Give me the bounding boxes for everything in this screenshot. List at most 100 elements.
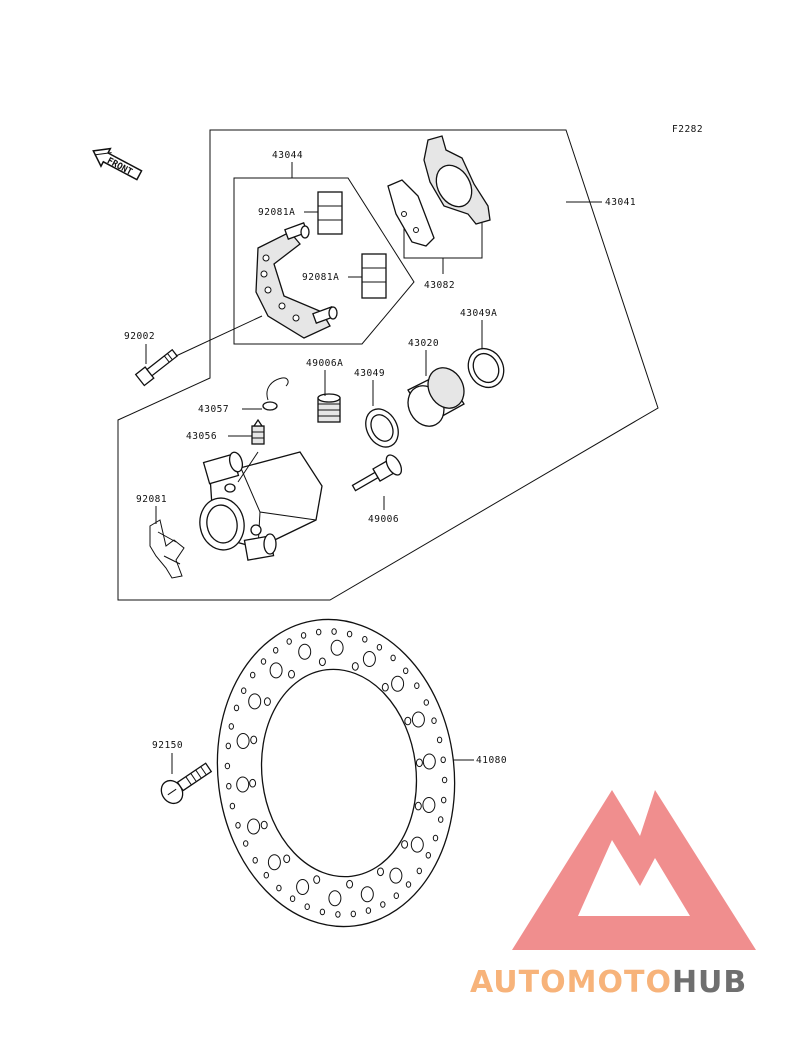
label-43020: 43020 — [408, 338, 439, 349]
piston-seal-large — [467, 347, 505, 389]
label-92081A-lower: 92081A — [302, 272, 339, 283]
disc-inner-hole — [313, 875, 321, 884]
disc-inner-hole — [351, 662, 359, 671]
disc-outer-holes — [224, 628, 448, 918]
disc-inner-hole — [346, 879, 354, 889]
label-92002: 92002 — [124, 331, 155, 342]
disc-outer-hole — [423, 699, 429, 706]
label-43049: 43049 — [354, 368, 385, 379]
front-arrow-icon: FRONT — [92, 147, 143, 181]
disc-outer-hole — [252, 857, 258, 864]
disc-outer-hole — [390, 654, 396, 662]
disc-outer-hole — [235, 822, 241, 829]
disc-outer-hole — [393, 892, 399, 900]
disc-outer-hole — [440, 756, 446, 764]
bleeder-valve — [251, 418, 265, 445]
disc-vent-hole — [422, 753, 436, 770]
disc-vent-hole — [267, 854, 281, 871]
slide-pin — [351, 454, 403, 492]
disc-outer-hole — [350, 910, 356, 918]
disc-outer-hole — [331, 628, 337, 635]
caliper-body — [199, 451, 323, 561]
disc-inner-hole — [377, 867, 384, 877]
disc-outer-hole — [289, 895, 296, 903]
logo-text-hub: HUB — [672, 965, 747, 1000]
label-43041: 43041 — [605, 197, 636, 208]
disc-outer-hole — [405, 881, 412, 888]
disc-outer-hole — [224, 762, 231, 770]
figure-code: F2282 — [672, 124, 703, 135]
disc-outer-hole — [241, 687, 247, 695]
disc-inner-hole — [404, 716, 412, 726]
automotohub-logo: AUTOMOTOHUB — [470, 790, 756, 1000]
svg-text:AUTOMOTOHUB: AUTOMOTOHUB — [470, 965, 747, 1000]
logo-triangle-icon — [512, 790, 756, 950]
disc-outer-hole — [403, 667, 409, 675]
disc-outer-hole — [431, 717, 437, 725]
label-49006A: 49006A — [306, 358, 343, 369]
disc-outer-hole — [441, 776, 448, 784]
label-43057: 43057 — [198, 404, 229, 415]
brake-disc — [216, 618, 456, 928]
disc-outer-hole — [300, 632, 307, 639]
disc-outer-hole — [376, 644, 383, 651]
disc-vent-hole — [236, 776, 250, 793]
caliper-bracket — [255, 222, 338, 339]
label-43056: 43056 — [186, 431, 217, 442]
label-49006: 49006 — [368, 514, 399, 525]
disc-outer-hole — [233, 704, 240, 712]
disc-inner-holes — [249, 657, 423, 889]
disc-outer-hole — [273, 647, 279, 654]
disc-outer-hole — [316, 628, 322, 636]
disc-screw — [160, 762, 213, 805]
disc-vent-hole — [422, 797, 436, 813]
disc-mid-holes — [236, 639, 436, 907]
caliper-assembly-outline — [117, 129, 659, 601]
disc-outer-hole — [286, 638, 292, 645]
disc-outer-hole — [441, 796, 447, 804]
disc-outer-hole — [416, 867, 422, 875]
label-43044: 43044 — [272, 150, 303, 161]
pin-boot-small — [317, 393, 341, 423]
disc-inner-hole — [381, 682, 389, 692]
leader-lines — [145, 162, 602, 774]
disc-vent-hole — [389, 867, 403, 884]
disc-outer-hole — [346, 630, 353, 638]
pad-spring — [149, 519, 185, 579]
disc-vent-hole — [247, 818, 261, 835]
label-92150: 92150 — [152, 740, 183, 751]
label-43049A: 43049A — [460, 308, 497, 319]
disc-vent-hole — [328, 890, 342, 907]
bleeder-cap — [262, 377, 289, 411]
disc-outer-hole — [276, 884, 282, 892]
disc-inner-hole — [288, 669, 295, 679]
disc-outer-hole — [335, 911, 341, 918]
disc-vent-hole — [362, 651, 376, 667]
disc-outer-hole — [228, 723, 235, 730]
disc-outer-hole — [304, 903, 310, 911]
disc-outer-hole — [380, 901, 386, 908]
disc-outer-hole — [225, 742, 232, 750]
disc-vent-hole — [298, 643, 312, 660]
disc-inner-hole — [414, 801, 422, 811]
disc-outer-hole — [365, 907, 372, 914]
mounting-bolt — [134, 348, 179, 387]
brake-pad-rear — [423, 135, 491, 225]
disc-outer-hole — [260, 658, 267, 665]
disc-outer-hole — [432, 834, 439, 842]
disc-vent-hole — [269, 662, 283, 679]
disc-outer-hole — [414, 682, 420, 690]
disc-vent-hole — [236, 733, 250, 749]
disc-inner-hole — [250, 735, 258, 745]
disc-vent-hole — [410, 836, 424, 853]
disc-outer-hole — [263, 871, 269, 879]
disc-inner-hole — [283, 854, 291, 864]
piston-seal-small — [365, 408, 399, 448]
disc-vent-hole — [248, 693, 262, 710]
label-92081A-upper: 92081A — [258, 207, 295, 218]
disc-vent-hole — [296, 879, 310, 895]
disc-inner-hole — [318, 657, 326, 667]
disc-outer-hole — [243, 840, 249, 847]
label-92081: 92081 — [136, 494, 167, 505]
